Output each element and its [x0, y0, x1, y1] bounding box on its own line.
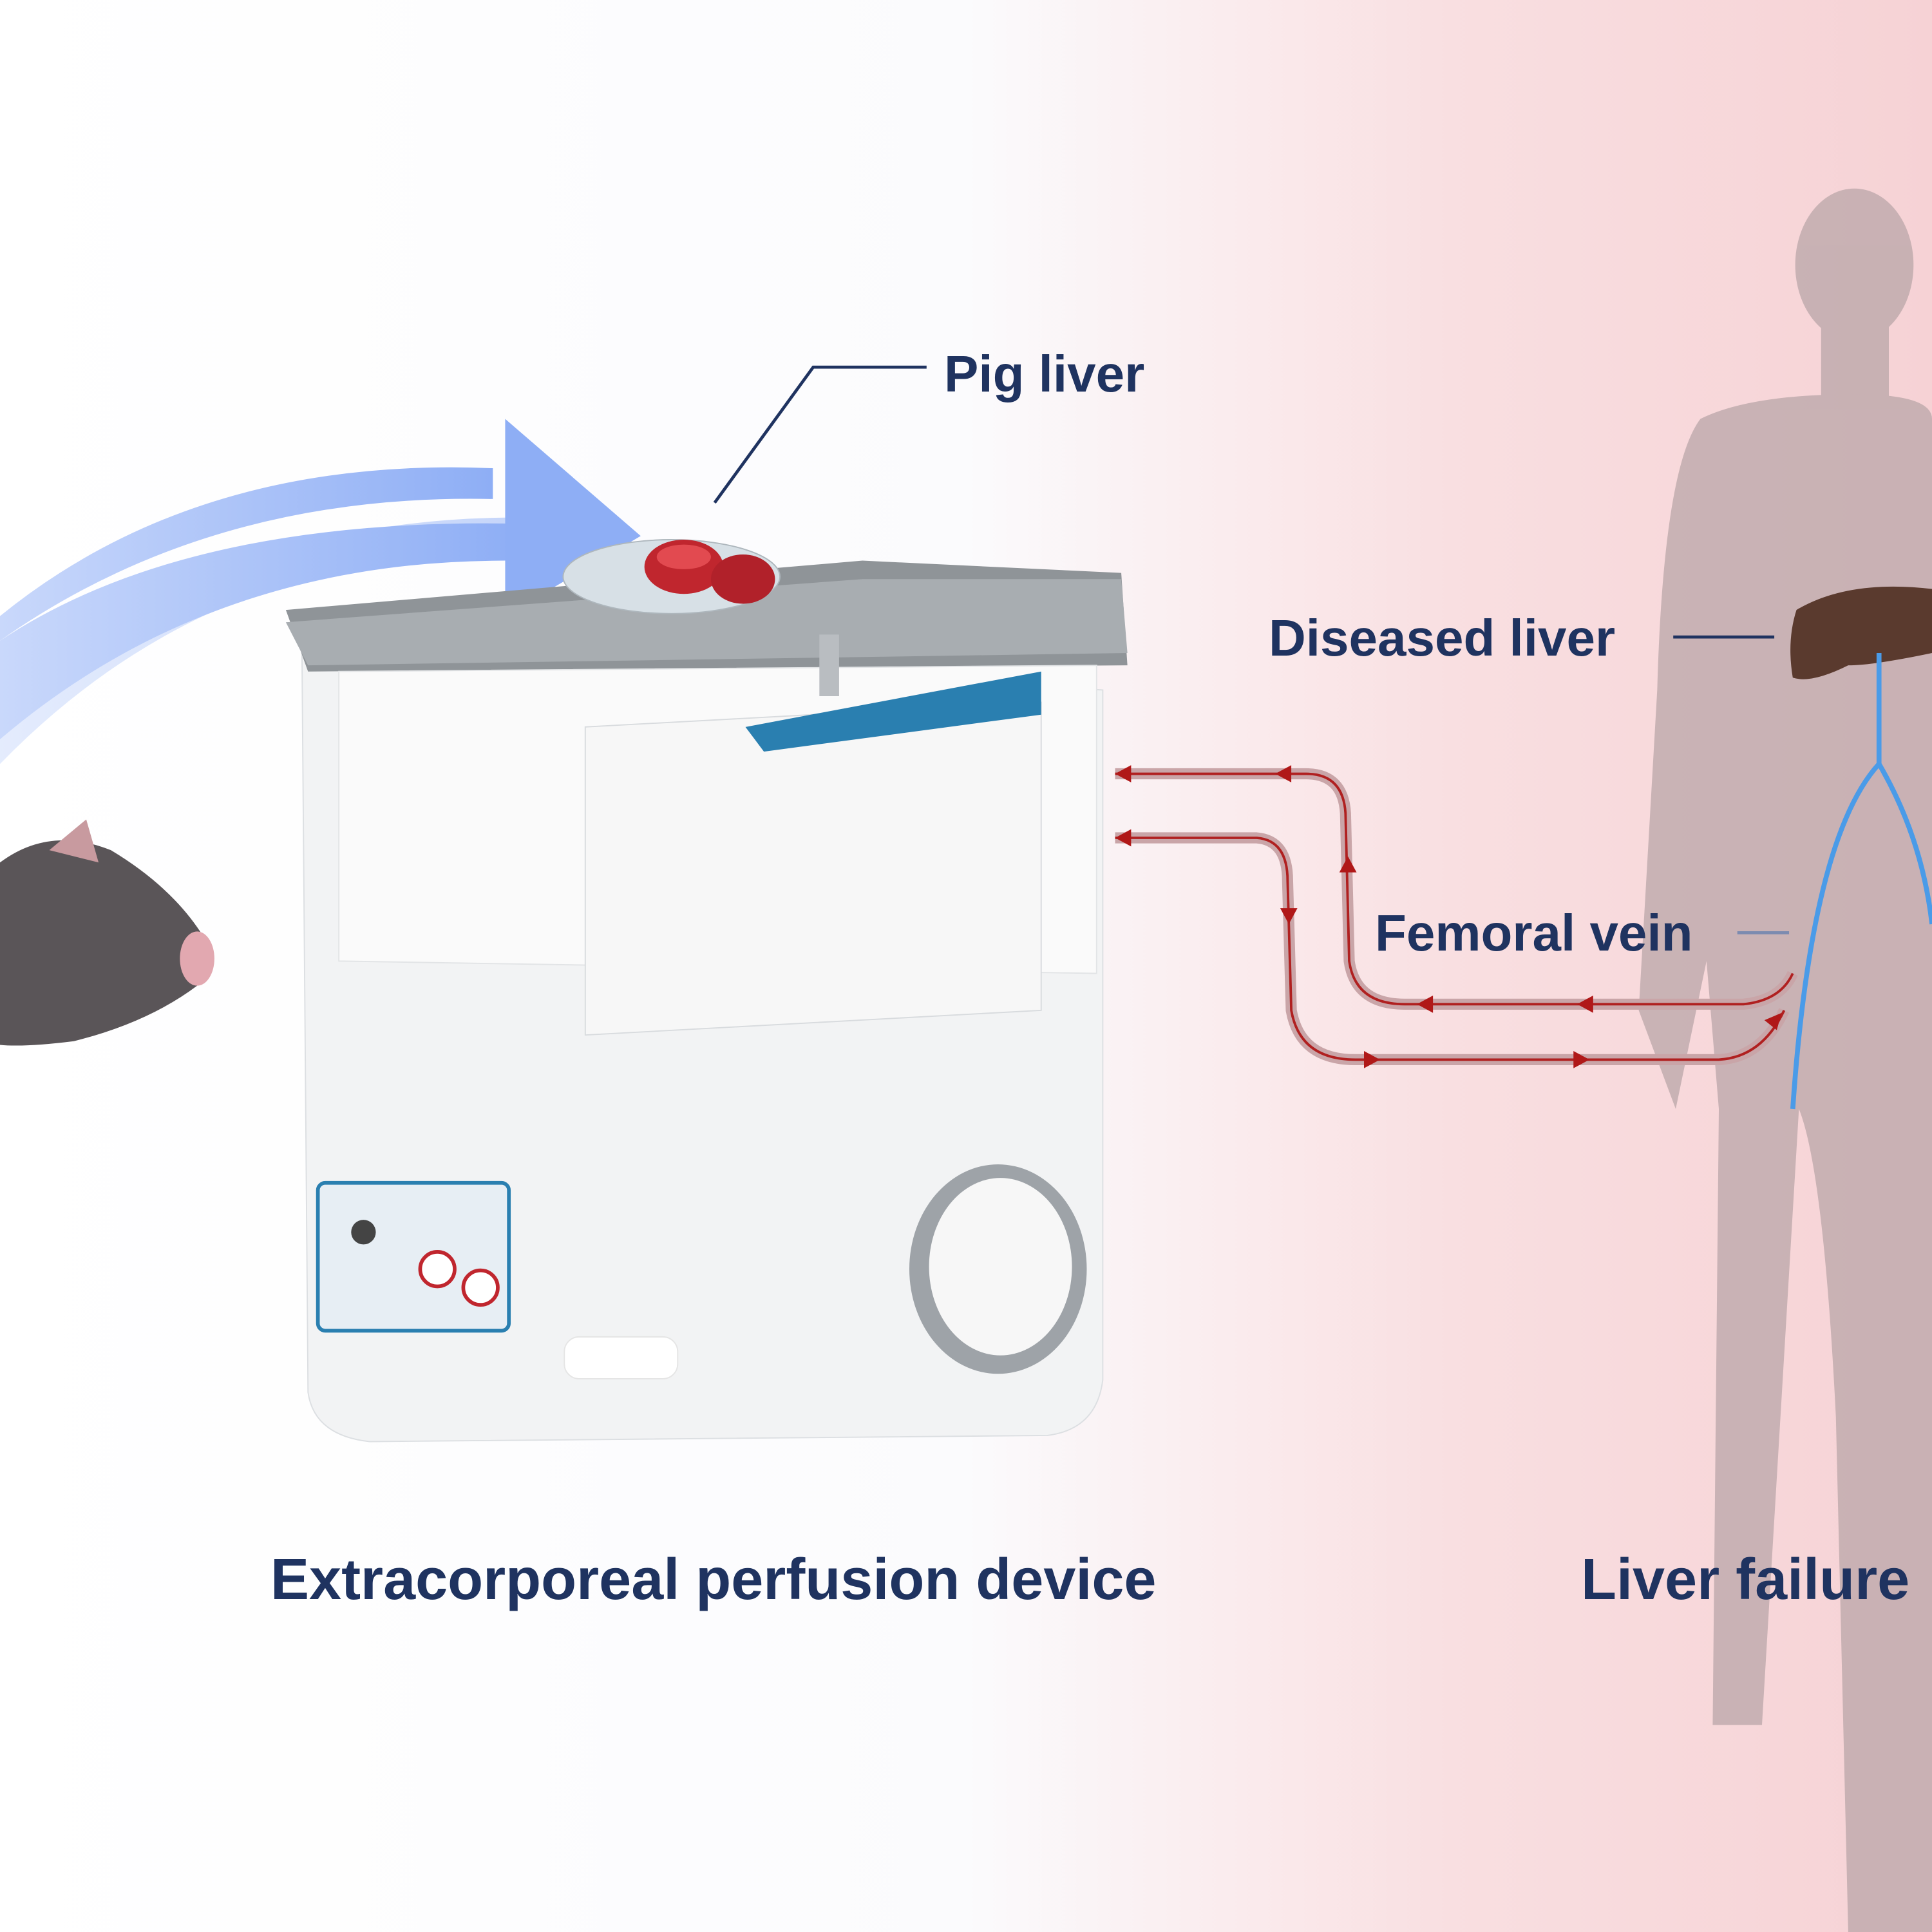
- patient-caption: Liver failure: [1581, 1548, 1910, 1612]
- flow-arrowheads: [1115, 765, 1782, 1068]
- human-silhouette: [1638, 188, 1932, 1932]
- leader-lines: [713, 365, 1790, 934]
- femoral-vein-label: Femoral vein: [1375, 904, 1693, 961]
- pig-liver-label: Pig liver: [944, 345, 1145, 402]
- device-caption: Extracorporeal perfusion device: [270, 1548, 1157, 1612]
- perfusion-device-image: [285, 539, 1128, 1443]
- pig-icon: [0, 819, 214, 1046]
- perfusion-tubes: [1115, 768, 1798, 1066]
- vein-lines: [1790, 653, 1932, 1110]
- diseased-liver-label: Diseased liver: [1269, 609, 1616, 667]
- transfer-arrow: [0, 419, 641, 764]
- diseased-liver-icon: [1790, 586, 1932, 679]
- device-accent-handle: [745, 671, 1041, 752]
- pig-liver-icon: [644, 540, 775, 604]
